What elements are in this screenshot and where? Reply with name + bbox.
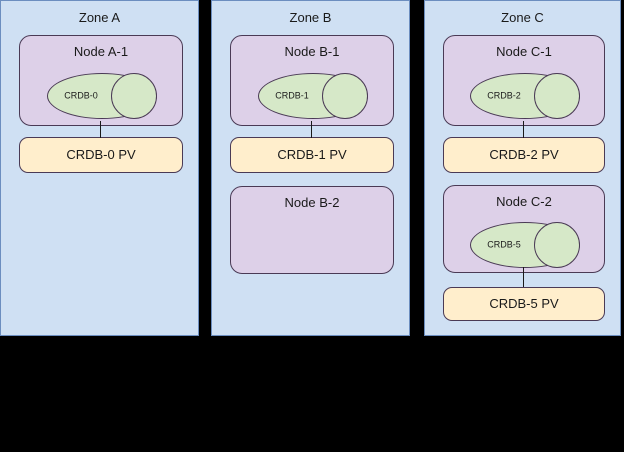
pv-crdb-1-label: CRDB-1 PV bbox=[277, 147, 347, 162]
pod-crdb-5-endcap bbox=[534, 222, 580, 268]
pv-crdb-2: CRDB-2 PV bbox=[443, 137, 605, 173]
node-c-1-title: Node C-1 bbox=[496, 44, 552, 59]
pod-crdb-0: CRDB-0 bbox=[47, 73, 157, 119]
zone-c-title: Zone C bbox=[501, 10, 544, 25]
pod-crdb-2: CRDB-2 bbox=[470, 73, 580, 119]
pv-crdb-0-label: CRDB-0 PV bbox=[66, 147, 136, 162]
node-a-1: Node A-1 CRDB-0 bbox=[19, 35, 183, 126]
pv-crdb-1: CRDB-1 PV bbox=[230, 137, 394, 173]
zone-b: Zone B Node B-1 CRDB-1 CRDB-1 PV Node B-… bbox=[211, 0, 410, 336]
zone-c: Zone C Node C-1 CRDB-2 CRDB-2 PV Node C-… bbox=[424, 0, 621, 336]
node-b-2-title: Node B-2 bbox=[284, 195, 340, 210]
pv-crdb-0: CRDB-0 PV bbox=[19, 137, 183, 173]
node-b-1-title: Node B-1 bbox=[284, 44, 340, 59]
connector-crdb-1 bbox=[311, 121, 312, 138]
pod-crdb-2-endcap bbox=[534, 73, 580, 119]
connector-crdb-2 bbox=[523, 121, 524, 138]
zone-b-title: Zone B bbox=[289, 10, 332, 25]
node-c-1: Node C-1 CRDB-2 bbox=[443, 35, 605, 126]
pod-crdb-1-endcap bbox=[322, 73, 368, 119]
zone-a-title: Zone A bbox=[78, 10, 121, 25]
pod-crdb-1: CRDB-1 bbox=[258, 73, 368, 119]
pv-crdb-2-label: CRDB-2 PV bbox=[489, 147, 559, 162]
node-b-1: Node B-1 CRDB-1 bbox=[230, 35, 394, 126]
connector-crdb-5 bbox=[523, 267, 524, 287]
connector-crdb-0 bbox=[100, 121, 101, 138]
pod-crdb-2-label: CRDB-2 bbox=[487, 90, 521, 101]
pod-crdb-5: CRDB-5 bbox=[470, 222, 580, 268]
pod-crdb-0-endcap bbox=[111, 73, 157, 119]
pod-crdb-0-label: CRDB-0 bbox=[64, 90, 98, 101]
pod-crdb-5-label: CRDB-5 bbox=[487, 239, 521, 250]
pv-crdb-5: CRDB-5 PV bbox=[443, 287, 605, 321]
node-b-2: Node B-2 bbox=[230, 186, 394, 274]
node-c-2: Node C-2 CRDB-5 bbox=[443, 185, 605, 273]
node-c-2-title: Node C-2 bbox=[496, 194, 552, 209]
pod-crdb-1-label: CRDB-1 bbox=[275, 90, 309, 101]
pv-crdb-5-label: CRDB-5 PV bbox=[489, 296, 559, 311]
node-a-1-title: Node A-1 bbox=[73, 44, 129, 59]
zone-a: Zone A Node A-1 CRDB-0 CRDB-0 PV bbox=[0, 0, 199, 336]
